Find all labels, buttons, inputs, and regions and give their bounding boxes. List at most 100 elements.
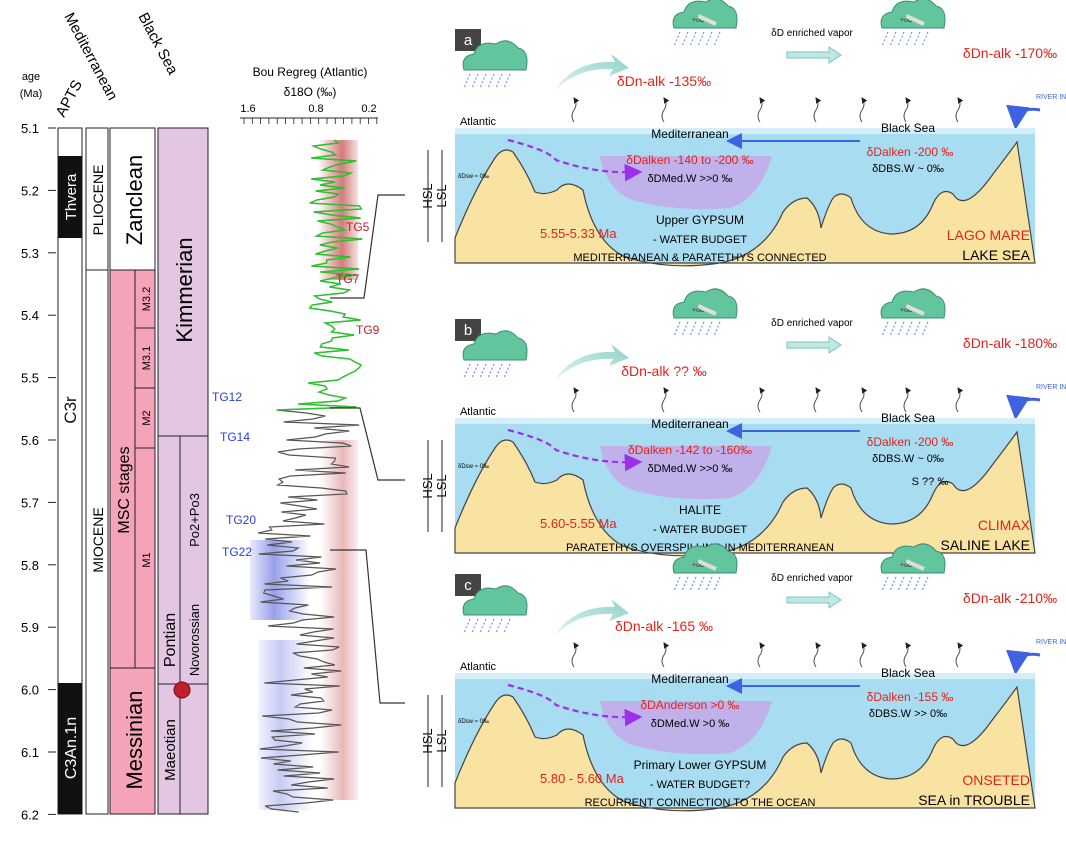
evaporation-arrow-icon: [859, 642, 868, 668]
evaporation-swoosh-icon: [555, 54, 629, 90]
rain-cloud-icon: +δD: [672, 543, 738, 592]
isotope-curve-green: [276, 139, 363, 411]
atlantic-water-label: δDsw ≈ 0‰: [458, 719, 489, 725]
rain-cloud-icon: +δD: [880, 543, 946, 592]
apts-c3r-label: C3r: [61, 396, 80, 424]
evaporation-swoosh-icon: [555, 599, 629, 635]
phase-label: ONSETED: [962, 772, 1030, 788]
mediterranean-label: Mediterranean: [651, 127, 728, 141]
panel-letter: a: [464, 32, 473, 49]
apts-thvera-label: Thvera: [63, 173, 80, 220]
phase-label: LAGO MARE: [947, 227, 1030, 243]
tick-1.6: 1.6: [240, 103, 255, 115]
budget-label: - WATER BUDGET: [653, 234, 747, 246]
event-tg5: TG5: [346, 220, 370, 234]
stage-kimmerian: Kimmerian: [172, 237, 197, 342]
evaporation-arrow-icon: [955, 97, 964, 123]
dd-bs-value: δDn-alk -210‰: [963, 590, 1057, 606]
connection-label: RECURRENT CONNECTION TO THE OCEAN: [585, 797, 816, 809]
evaporation-arrow-icon: [955, 387, 964, 413]
ocean-inflow-arrow: [507, 428, 643, 472]
rain-cloud-icon: [462, 585, 528, 634]
age-tick-label: 5.1: [21, 121, 39, 136]
evaporation-arrow-icon: [859, 97, 868, 123]
link-c: [330, 549, 405, 704]
age-tick-label: 5.2: [21, 183, 39, 198]
svg-text:+δD: +δD: [900, 562, 913, 569]
dd-bs-value: δDn-alk -180‰: [963, 335, 1057, 351]
atlantic-water-label: δDsw ≈ 0‰: [458, 174, 489, 180]
evaporation-arrow-icon: [571, 97, 580, 123]
bs-water: δDBS.W ~ 0‰: [872, 453, 944, 465]
stratigraphy-column: age (Ma) 5.15.25.35.45.55.65.75.85.96.06…: [20, 10, 209, 822]
basin-salt-deposit: [600, 156, 772, 210]
evaporation-arrow-icon: [813, 97, 822, 123]
med-alkenone: δDalken -142 to -160‰: [628, 443, 752, 457]
age-tick-label: 5.4: [21, 308, 39, 323]
evaporation-arrow-icon: [903, 387, 912, 413]
mediterranean-label: Mediterranean: [651, 417, 728, 431]
black-sea-label: Black Sea: [881, 121, 935, 135]
atlantic-label: Atlantic: [460, 116, 497, 128]
age-interval: 5.55-5.33 Ma: [540, 226, 617, 241]
dd-med-value: δDn-alk ?? ‰: [621, 363, 707, 379]
age-tick-label: 5.3: [21, 246, 39, 261]
evaporation-arrow-icon: [661, 387, 670, 413]
bivalve-marker: [173, 681, 191, 699]
black-sea-label: Black Sea: [881, 666, 935, 680]
deposit-label: Primary Lower GYPSUM: [634, 758, 767, 772]
stage-zanclean: Zanclean: [122, 155, 147, 246]
scenario-panels: a +δD +δD δD enriched vapor δDn-alk -135‰ δDn…: [420, 0, 1066, 812]
atlantic-label: Atlantic: [460, 406, 497, 418]
rain-cloud-icon: +δD: [880, 288, 946, 337]
stage-messinian: Messinian: [122, 690, 147, 789]
evaporation-swoosh-icon: [555, 344, 629, 380]
evaporation-arrow-icon: [661, 97, 670, 123]
age-tick-label: 5.9: [21, 620, 39, 635]
isotope-ticks: [243, 118, 378, 124]
epoch-miocene: MIOCENE: [90, 507, 106, 572]
panel-letter-badge: [455, 574, 481, 596]
age-tick-label: 5.8: [21, 558, 39, 573]
vapor-label: δD enriched vapor: [771, 28, 853, 39]
header-black-sea: Black Sea: [134, 10, 181, 78]
mediterranean-label: Mediterranean: [651, 672, 728, 686]
evaporation-arrow-icon: [813, 642, 822, 668]
bs-water: δDBS.W >> 0‰: [869, 708, 947, 720]
atlantic-water-label: δDsw ≈ 0‰: [458, 464, 489, 470]
atlantic-label: Atlantic: [460, 661, 497, 673]
river-label: RIVER INPUT: [1036, 94, 1066, 101]
dd-med-value: δDn-alk -135‰: [617, 73, 711, 89]
apts-thvera: [58, 156, 82, 238]
evaporation-arrow-icon: [757, 642, 766, 668]
dd-med-value: δDn-alk -165 ‰: [615, 618, 713, 634]
med-water: δDMed.W >>0 ‰: [648, 173, 733, 185]
stage-po2-po3: Po2+Po3: [187, 493, 202, 547]
svg-text:+δD: +δD: [692, 562, 705, 569]
age-tick-label: 6.0: [21, 683, 39, 698]
isotope-site: Bou Regreg (Atlantic): [253, 65, 368, 79]
panel-letter-badge: [455, 29, 481, 51]
deposit-label: HALITE: [679, 503, 721, 517]
evaporation-arrow-icon: [813, 387, 822, 413]
basin-salt-deposit: [600, 701, 772, 755]
event-tg22: TG22: [222, 545, 252, 559]
age-interval: 5.80 - 5.60 Ma: [540, 771, 625, 786]
epoch-pliocene: PLIOCENE: [90, 165, 106, 236]
bs-alkenone: δDalken -200 ‰: [867, 435, 954, 449]
evaporation-arrow-icon: [571, 387, 580, 413]
dd-bs-value: δDn-alk -170‰: [963, 45, 1057, 61]
rain-cloud-icon: [462, 40, 528, 89]
stage-maeotian: Maeotian: [162, 719, 179, 781]
bs-salinity: S ?? ‰: [912, 476, 949, 488]
age-unit: (Ma): [20, 88, 43, 100]
budget-label: - WATER BUDGET: [653, 524, 747, 536]
age-axis: 5.15.25.35.45.55.65.75.85.96.06.16.2: [21, 121, 56, 822]
event-tg9: TG9: [356, 323, 380, 337]
age-interval: 5.60-5.55 Ma: [540, 516, 617, 531]
river-arrow-icon: [1006, 104, 1041, 130]
